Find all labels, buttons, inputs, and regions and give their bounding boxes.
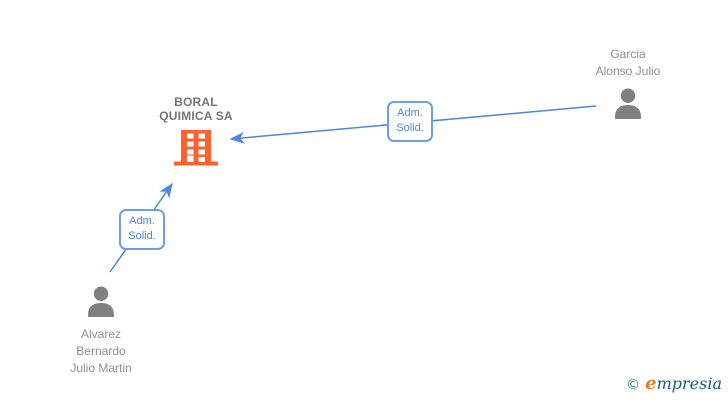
copyright-icon: © <box>626 377 641 393</box>
person-node-alvarez[interactable]: Alvarez Bernardo Julio Martin <box>31 286 171 377</box>
relation-label-adm-solid-1: Adm. Solid. <box>387 101 433 142</box>
person-node-garcia[interactable]: Garcia Alonso Julio <box>558 46 698 124</box>
person-icon <box>611 88 645 124</box>
logo-wordmark: empresia <box>645 373 722 394</box>
person-name: Alvarez Bernardo Julio Martin <box>70 327 132 375</box>
company-name: BORAL QUIMICA SA <box>159 95 233 123</box>
person-name: Garcia Alonso Julio <box>595 47 661 78</box>
relation-label-adm-solid-2: Adm. Solid. <box>119 209 165 250</box>
person-icon <box>84 286 118 322</box>
company-node[interactable]: BORAL QUIMICA SA <box>126 95 266 171</box>
building-icon <box>174 130 218 171</box>
empresia-logo: © empresia <box>626 373 722 394</box>
